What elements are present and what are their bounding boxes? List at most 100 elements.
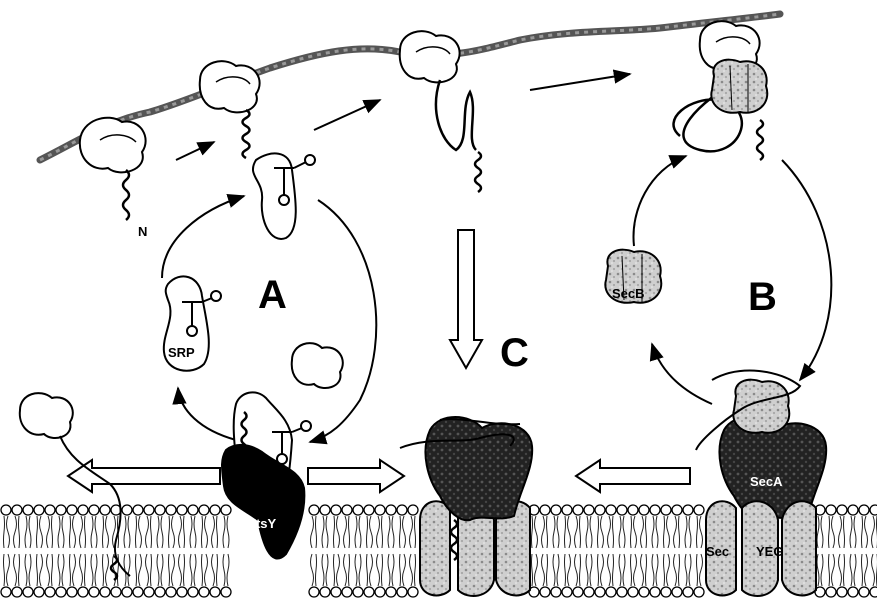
pathway-b-label: B	[748, 275, 777, 319]
lipid-tail	[367, 516, 373, 586]
lipid-head	[694, 587, 704, 597]
cycle-a-arrow-left-up	[162, 196, 244, 278]
lipid-tail	[334, 516, 340, 586]
flow-arrow-1	[176, 142, 214, 160]
seca-right	[696, 371, 826, 521]
lipid-head	[650, 587, 660, 597]
lipid-head	[683, 505, 693, 515]
lipid-head	[661, 587, 671, 597]
lipid-tail	[58, 516, 64, 586]
lipid-head	[12, 587, 22, 597]
lipid-head	[573, 505, 583, 515]
lipid-head	[23, 587, 33, 597]
lipid-head	[78, 587, 88, 597]
lipid-head	[683, 587, 693, 597]
lipid-head	[408, 505, 418, 515]
lipid-tail	[47, 516, 53, 586]
lipid-head	[584, 505, 594, 515]
lipid-head	[1, 505, 11, 515]
lipid-head	[595, 505, 605, 515]
lipid-tail	[586, 516, 592, 586]
srp-bound-chain	[253, 153, 315, 239]
lipid-tail	[212, 516, 218, 586]
lipid-tail	[839, 516, 845, 586]
hollow-arrow-from-seca	[576, 460, 690, 492]
lipid-tail	[598, 516, 604, 586]
lipid-head	[540, 587, 550, 597]
cycle-a-arrow-right-down	[310, 200, 376, 442]
lipid-head	[199, 587, 209, 597]
lipid-head	[100, 505, 110, 515]
seca-label: SecA	[750, 474, 783, 489]
lipid-head	[672, 505, 682, 515]
lipid-head	[375, 587, 385, 597]
lipid-head	[859, 505, 869, 515]
lipid-head	[320, 505, 330, 515]
lipid-head	[155, 505, 165, 515]
lipid-head	[309, 587, 319, 597]
lipid-head	[133, 505, 143, 515]
lipid-head	[56, 587, 66, 597]
lipid-head	[23, 505, 33, 515]
lipid-head	[551, 505, 561, 515]
lipid-head	[617, 587, 627, 597]
lipid-tail	[355, 516, 361, 586]
lipid-tail	[4, 516, 10, 586]
lipid-tail	[664, 516, 670, 586]
lipid-head	[188, 505, 198, 515]
lipid-head	[694, 505, 704, 515]
lipid-head	[122, 505, 132, 515]
lipid-head	[353, 587, 363, 597]
lipid-tail	[685, 516, 691, 586]
lipid-tail	[80, 516, 86, 586]
inserted-membrane-protein	[20, 393, 130, 580]
lipid-tail	[829, 516, 835, 586]
lipid-head	[122, 587, 132, 597]
lipid-tail	[619, 516, 625, 586]
nascent-chain-3	[436, 80, 481, 192]
lipid-head	[89, 505, 99, 515]
lipid-tail	[652, 516, 658, 586]
pathway-c-label: C	[500, 331, 529, 375]
lipid-tail	[136, 516, 142, 586]
lipid-tail	[202, 516, 208, 586]
sec-label: Sec	[706, 544, 729, 559]
lipid-tail	[862, 516, 868, 586]
secb-label: SecB	[612, 286, 645, 301]
cycle-b-arrow-left-up-2	[652, 344, 712, 404]
nascent-chain-1	[123, 170, 129, 220]
lipid-tail	[322, 516, 328, 586]
lipid-tail	[697, 516, 703, 586]
lipid-head	[78, 505, 88, 515]
lipid-head	[221, 587, 231, 597]
lipid-head	[639, 505, 649, 515]
lipid-tail	[223, 516, 229, 586]
lipid-tail	[400, 516, 406, 586]
lipid-head	[848, 505, 858, 515]
lipid-head	[353, 505, 363, 515]
lipid-head	[364, 505, 374, 515]
pathway-a-label: A	[258, 273, 287, 317]
lipid-head	[584, 587, 594, 597]
lipid-tail	[410, 516, 416, 586]
lipid-head	[617, 505, 627, 515]
lipid-tail	[146, 516, 152, 586]
lipid-head	[177, 587, 187, 597]
lipid-head	[89, 587, 99, 597]
lipid-head	[826, 587, 836, 597]
lipid-tail	[179, 516, 185, 586]
lipid-tail	[565, 516, 571, 586]
lipid-head	[606, 505, 616, 515]
lipid-head	[606, 587, 616, 597]
lipid-tail	[575, 516, 581, 586]
ftsy-complex	[222, 343, 343, 558]
lipid-tail	[14, 516, 20, 586]
lipid-head	[111, 587, 121, 597]
lipid-tail	[388, 516, 394, 586]
lipid-head	[551, 587, 561, 597]
flow-arrow-3	[530, 74, 630, 90]
lipid-head	[45, 587, 55, 597]
yeg-label: YEG	[756, 544, 783, 559]
lipid-head	[859, 587, 869, 597]
lipid-head	[342, 505, 352, 515]
